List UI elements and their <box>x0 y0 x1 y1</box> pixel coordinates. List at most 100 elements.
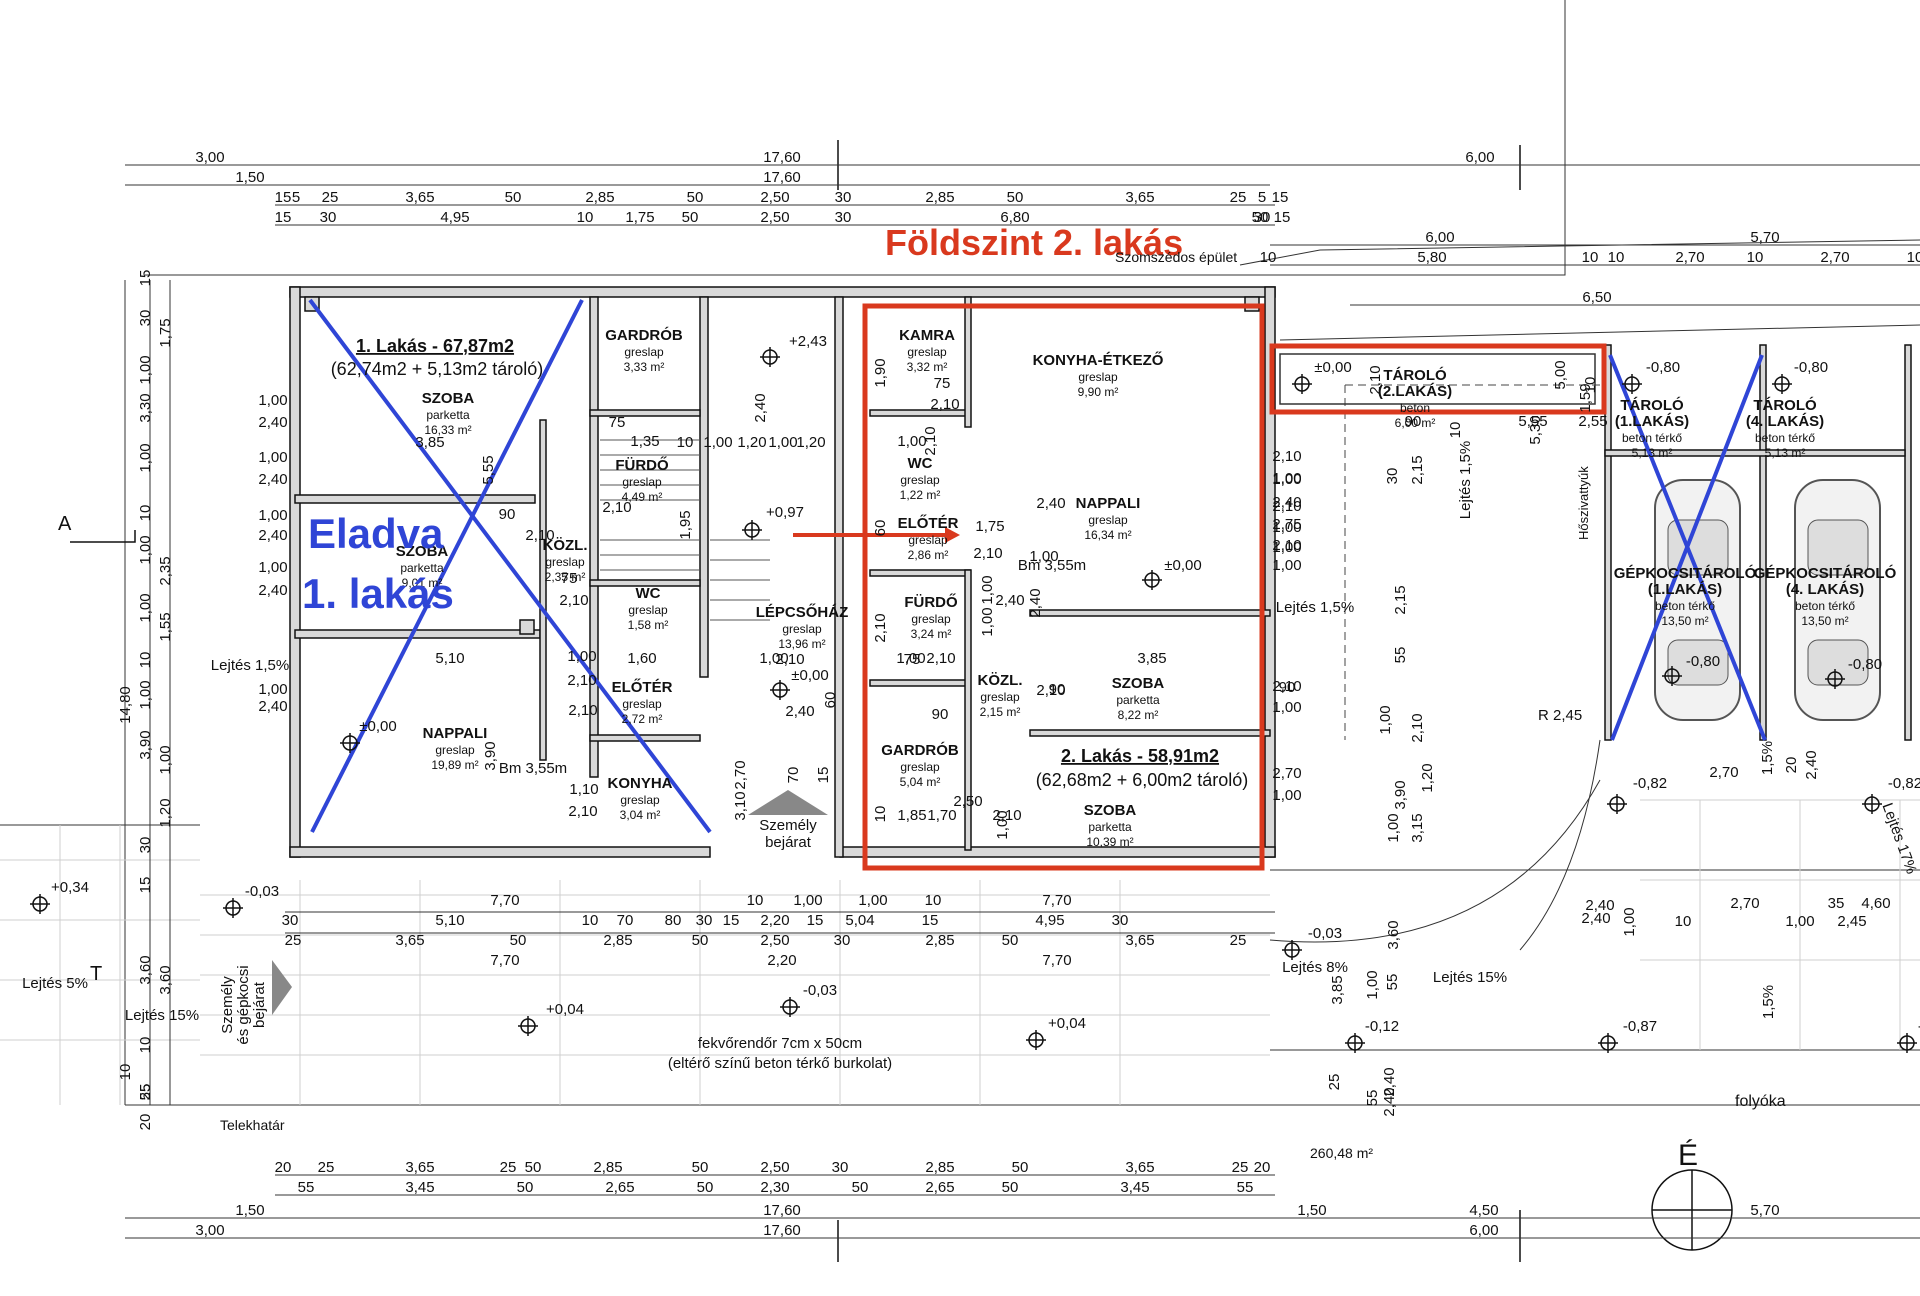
dimension-label: 3,60 <box>137 955 154 984</box>
room-floor: greslap <box>980 690 1020 704</box>
dimension-label: 15 <box>275 189 292 206</box>
dimension-label: 1,00 <box>1377 705 1394 734</box>
dimension-label: 1,50 <box>235 1202 264 1219</box>
dimension-label: 1,00 <box>258 681 287 698</box>
slope-label: Lejtés 1,5% <box>1276 599 1354 616</box>
room-area: 1,22 m² <box>900 488 941 502</box>
level-value: +0,97 <box>766 504 804 521</box>
dimension-label: 5,10 <box>435 912 464 929</box>
dimension-label: 50 <box>852 1179 869 1196</box>
dimension-label: 1,00 <box>1272 471 1301 488</box>
room-name: KONYHA-ÉTKEZŐ <box>1033 351 1164 369</box>
dimension-label: 7,70 <box>1042 892 1071 909</box>
dimension-label: 50 <box>687 189 704 206</box>
dimension-label: 1,00 <box>1785 913 1814 930</box>
dimension-label: 1,00 <box>994 810 1011 839</box>
dimension-label: 1,00 <box>896 650 925 667</box>
dimension-label: 25 <box>318 1159 335 1176</box>
room-area: 2,15 m² <box>980 705 1021 719</box>
apartment-2-highlight <box>862 303 1265 871</box>
dimension-label: 1,85 <box>897 807 926 824</box>
dimension-label: 25 <box>500 1159 517 1176</box>
dimension-label: 75 <box>609 414 626 431</box>
dimension-label: 2,65 <box>925 1179 954 1196</box>
room-floor: greslap <box>545 555 585 569</box>
room-area: 5,13 m² <box>1765 446 1806 460</box>
dimension-label: 2,10 <box>1036 682 1065 699</box>
dimension-label: 10 <box>1582 249 1599 266</box>
room-name: KÖZL. <box>543 537 588 554</box>
dimension-label: 2,10 <box>930 396 959 413</box>
dimension-label: 2,45 <box>1837 913 1866 930</box>
dimension-label: 2,65 <box>605 1179 634 1196</box>
dimension-label: 3,85 <box>1137 650 1166 667</box>
building-walls <box>289 286 1276 858</box>
dimension-label: 5,04 <box>845 912 874 929</box>
sold-stamp-line2: 1. lakás <box>302 570 454 617</box>
dimension-label: 25 <box>137 1084 154 1101</box>
paving-label-2: (eltérő színű beton térkő burkolat) <box>668 1055 892 1072</box>
room-area: 2,86 m² <box>908 548 949 562</box>
dimension-label: 2,10 <box>922 426 939 455</box>
dimension-label: 6,00 <box>1469 1222 1498 1239</box>
dimension-label: 17,60 <box>763 1222 801 1239</box>
room-name: SZOBA <box>422 390 475 407</box>
dimension-label: 6,80 <box>1000 209 1029 226</box>
dimension-label: 5,70 <box>1750 229 1779 246</box>
dimension-label: 75 <box>934 375 951 392</box>
dimension-label: 70 <box>785 767 802 784</box>
north-compass-icon <box>1651 1169 1733 1251</box>
room-floor: greslap <box>907 345 947 359</box>
dimension-label: 90 <box>1279 679 1296 696</box>
dimension-label: 1,00 <box>1364 970 1381 999</box>
dimension-label: 2,85 <box>925 932 954 949</box>
paving-pattern <box>0 799 1920 1105</box>
room-name: GARDRÓB <box>605 326 683 344</box>
dimension-label: 2,10 <box>926 650 955 667</box>
room-name: NAPPALI <box>423 725 488 742</box>
dimension-label: 2,85 <box>585 189 614 206</box>
dimension-label: 3,90 <box>137 730 154 759</box>
dimension-label: 1,00 <box>137 443 154 472</box>
dimension-label: 55 <box>1384 974 1401 991</box>
dimension-label: 2,40 <box>1585 897 1614 914</box>
level-value: ±0,00 <box>1314 359 1351 376</box>
dimension-label: 10 <box>747 892 764 909</box>
dimension-label: 55 <box>1364 1090 1381 1107</box>
dimension-label: 1,00 <box>703 434 732 451</box>
dimension-label: 1,70 <box>927 807 956 824</box>
dimension-label: 1,00 <box>137 535 154 564</box>
dimension-label: 20 <box>1254 1159 1271 1176</box>
dimension-label: 2,40 <box>785 703 814 720</box>
dimension-label: 2,40 <box>1803 750 1820 779</box>
dimension-label: 1,75 <box>975 518 1004 535</box>
dimension-label: 3,00 <box>195 149 224 166</box>
level-value: +2,43 <box>789 333 827 350</box>
room-area: 1,58 m² <box>628 618 669 632</box>
slope-label: Lejtés 15% <box>125 1007 199 1024</box>
slope-label: Lejtés 1,5% <box>1457 441 1474 519</box>
level-value: -0,03 <box>803 982 837 999</box>
room-floor: greslap <box>782 622 822 636</box>
dimension-label: 2,40 <box>258 698 287 715</box>
room-area: 3,24 m² <box>911 627 952 641</box>
dimension-label: 10 <box>1447 422 1464 439</box>
dimension-label: 1,00 <box>1385 813 1402 842</box>
dimension-label: 90 <box>1405 413 1422 430</box>
dimension-label: 50 <box>1007 189 1024 206</box>
dimension-label: 10 <box>137 652 154 669</box>
dimension-label: 2,10 <box>973 545 1002 562</box>
dimension-label: 4,50 <box>1469 1202 1498 1219</box>
dimension-label: 1,55 <box>157 612 174 641</box>
dimension-label: 3,65 <box>1125 932 1154 949</box>
dimension-label: 2,70 <box>732 760 749 789</box>
room-floor: greslap <box>622 697 662 711</box>
level-value: ±0,00 <box>791 667 828 684</box>
dimension-label: 5,55 <box>480 455 497 484</box>
dimension-label: 2,85 <box>603 932 632 949</box>
level-value: -0,80 <box>1794 359 1828 376</box>
dimension-label: 5,55 <box>1518 413 1547 430</box>
dimension-label: 1,00 <box>1621 907 1638 936</box>
dimension-label: 2,85 <box>593 1159 622 1176</box>
dimension-label: 6,00 <box>1465 149 1494 166</box>
